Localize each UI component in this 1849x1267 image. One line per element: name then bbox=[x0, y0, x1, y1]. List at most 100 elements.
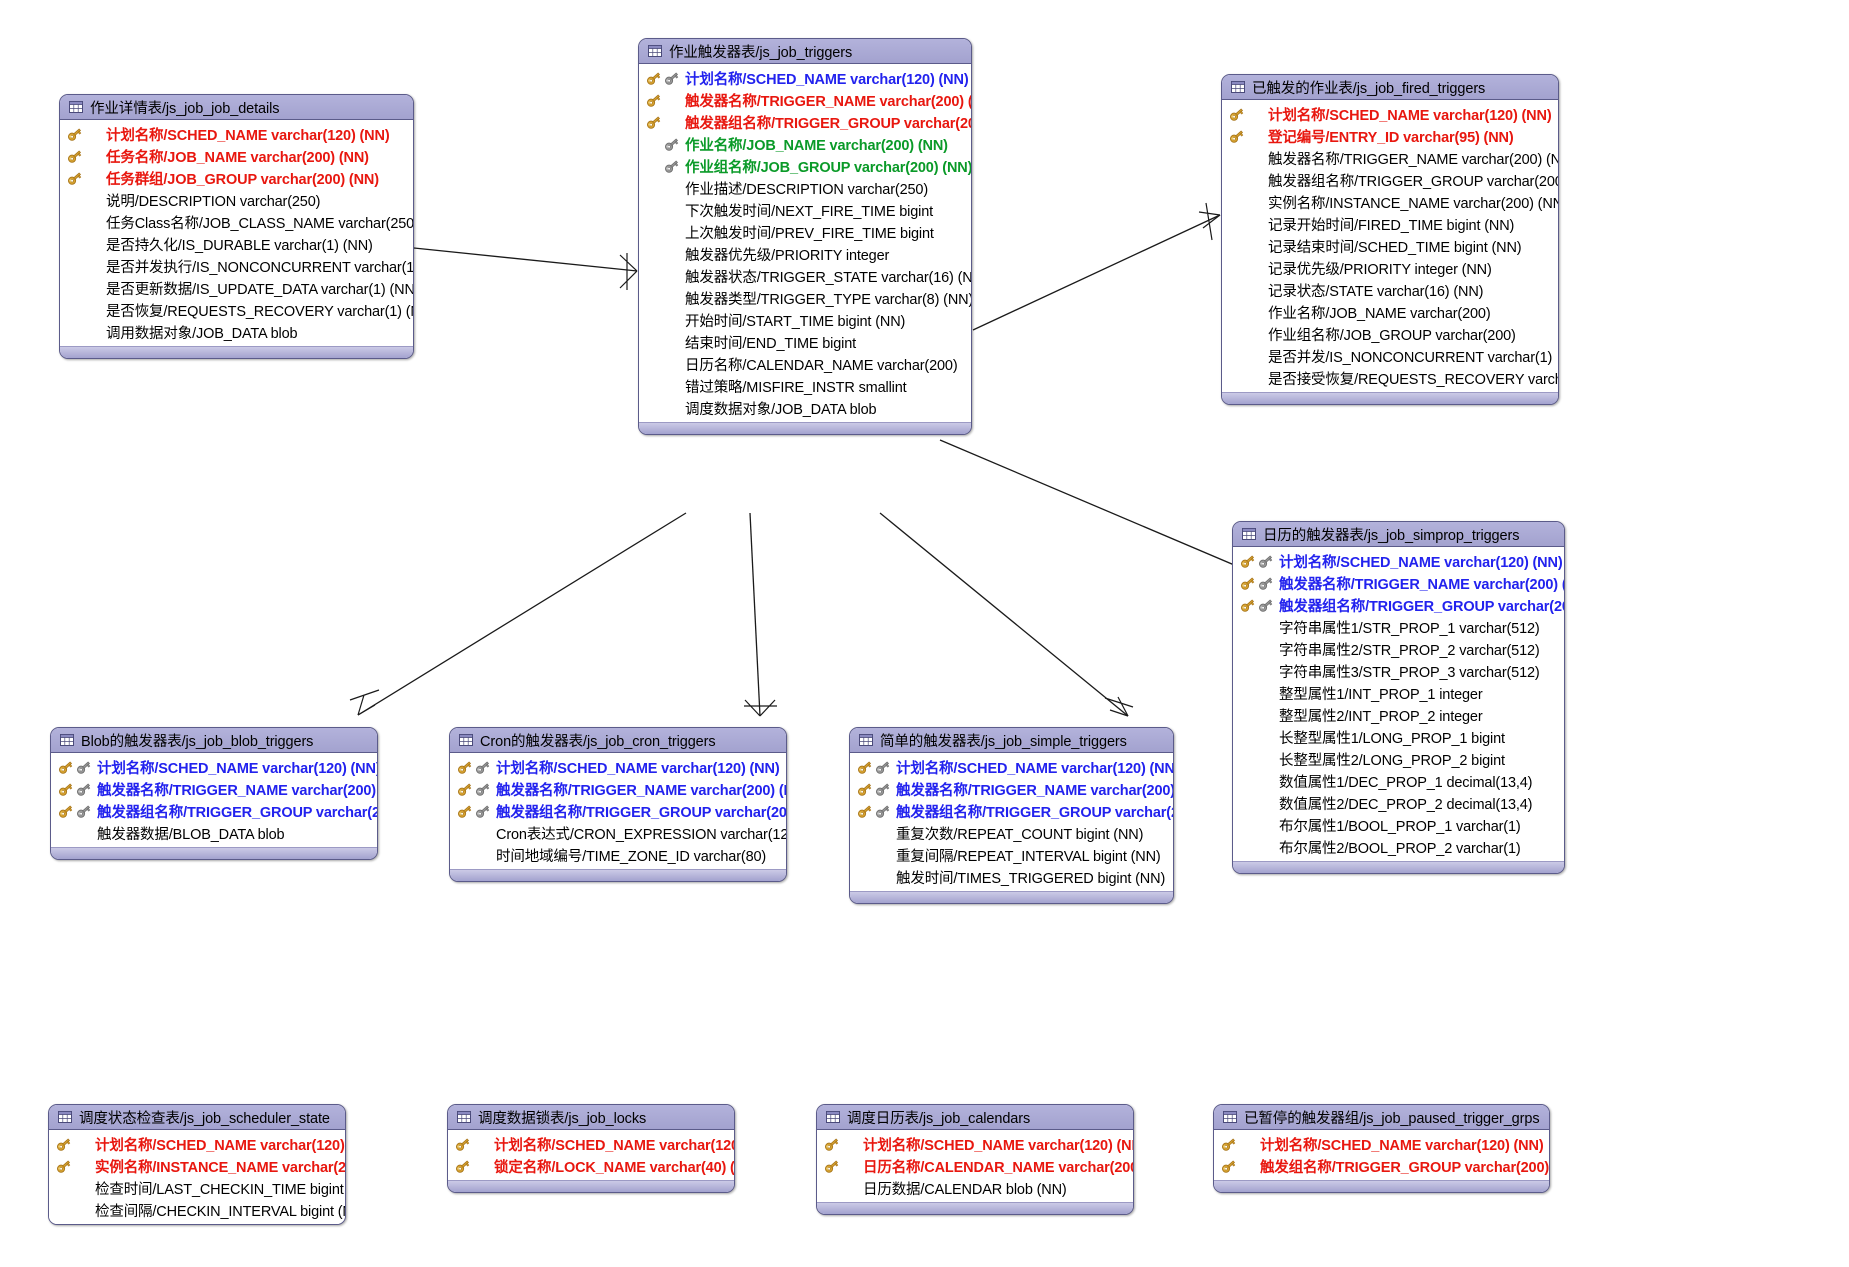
attribute-row[interactable]: 调度数据对象/JOB_DATA blob bbox=[639, 397, 971, 419]
entity-simprop_triggers[interactable]: 日历的触发器表/js_job_simprop_triggers 计划名称/SCHE… bbox=[1232, 521, 1565, 874]
attribute-row[interactable]: 重复次数/REPEAT_COUNT bigint (NN) bbox=[850, 822, 1173, 844]
entity-header-cron_triggers[interactable]: Cron的触发器表/js_job_cron_triggers bbox=[450, 728, 786, 753]
attribute-row[interactable]: 计划名称/SCHED_NAME varchar(120) (NN) bbox=[51, 756, 377, 778]
entity-header-job_triggers[interactable]: 作业触发器表/js_job_triggers bbox=[639, 39, 971, 64]
attribute-row[interactable]: 重复间隔/REPEAT_INTERVAL bigint (NN) bbox=[850, 844, 1173, 866]
attribute-row[interactable]: 触发器组名称/TRIGGER_GROUP varchar(200) (NN) bbox=[639, 111, 971, 133]
attribute-row[interactable]: 布尔属性1/BOOL_PROP_1 varchar(1) bbox=[1233, 814, 1564, 836]
attribute-row[interactable]: 计划名称/SCHED_NAME varchar(120) (NN) bbox=[1222, 103, 1558, 125]
attribute-row[interactable]: 检查间隔/CHECKIN_INTERVAL bigint (NN) bbox=[49, 1199, 345, 1221]
attribute-row[interactable]: 整型属性2/INT_PROP_2 integer bbox=[1233, 704, 1564, 726]
attribute-row[interactable]: 日历名称/CALENDAR_NAME varchar(200) bbox=[639, 353, 971, 375]
attribute-row[interactable]: 作业组名称/JOB_GROUP varchar(200) (NN) bbox=[639, 155, 971, 177]
attribute-row[interactable]: 触发器状态/TRIGGER_STATE varchar(16) (NN) bbox=[639, 265, 971, 287]
attribute-row[interactable]: 作业名称/JOB_NAME varchar(200) bbox=[1222, 301, 1558, 323]
entity-header-blob_triggers[interactable]: Blob的触发器表/js_job_blob_triggers bbox=[51, 728, 377, 753]
attribute-row[interactable]: 计划名称/SCHED_NAME varchar(120) (NN) bbox=[639, 67, 971, 89]
entity-paused_trigger_grps[interactable]: 已暂停的触发器组/js_job_paused_trigger_grps 计划名称/… bbox=[1213, 1104, 1550, 1193]
attribute-row[interactable]: 布尔属性2/BOOL_PROP_2 varchar(1) bbox=[1233, 836, 1564, 858]
attribute-row[interactable]: 任务Class名称/JOB_CLASS_NAME varchar(250) (N… bbox=[60, 211, 413, 233]
entity-calendars[interactable]: 调度日历表/js_job_calendars 计划名称/SCHED_NAME va… bbox=[816, 1104, 1134, 1215]
attribute-row[interactable]: 长整型属性1/LONG_PROP_1 bigint bbox=[1233, 726, 1564, 748]
attribute-row[interactable]: 是否并发/IS_NONCONCURRENT varchar(1) bbox=[1222, 345, 1558, 367]
entity-job_triggers[interactable]: 作业触发器表/js_job_triggers 计划名称/SCHED_NAME va… bbox=[638, 38, 972, 435]
attribute-row[interactable]: 计划名称/SCHED_NAME varchar(120) (NN) bbox=[817, 1133, 1133, 1155]
attribute-row[interactable]: 检查时间/LAST_CHECKIN_TIME bigint (NN) bbox=[49, 1177, 345, 1199]
attribute-row[interactable]: 触发器数据/BLOB_DATA blob bbox=[51, 822, 377, 844]
attribute-row[interactable]: 时间地域编号/TIME_ZONE_ID varchar(80) bbox=[450, 844, 786, 866]
entity-header-simprop_triggers[interactable]: 日历的触发器表/js_job_simprop_triggers bbox=[1233, 522, 1564, 547]
entity-locks[interactable]: 调度数据锁表/js_job_locks 计划名称/SCHED_NAME varch… bbox=[447, 1104, 735, 1193]
attribute-row[interactable]: 上次触发时间/PREV_FIRE_TIME bigint bbox=[639, 221, 971, 243]
attribute-row[interactable]: 计划名称/SCHED_NAME varchar(120) (NN) bbox=[1233, 550, 1564, 572]
attribute-row[interactable]: 记录开始时间/FIRED_TIME bigint (NN) bbox=[1222, 213, 1558, 235]
entity-blob_triggers[interactable]: Blob的触发器表/js_job_blob_triggers 计划名称/SCHED… bbox=[50, 727, 378, 860]
entity-job_details[interactable]: 作业详情表/js_job_job_details 计划名称/SCHED_NAME … bbox=[59, 94, 414, 359]
entity-header-scheduler_state[interactable]: 调度状态检查表/js_job_scheduler_state bbox=[49, 1105, 345, 1130]
attribute-row[interactable]: 作业名称/JOB_NAME varchar(200) (NN) bbox=[639, 133, 971, 155]
entity-simple_triggers[interactable]: 简单的触发器表/js_job_simple_triggers 计划名称/SCHED… bbox=[849, 727, 1174, 904]
attribute-row[interactable]: Cron表达式/CRON_EXPRESSION varchar(120) (NN… bbox=[450, 822, 786, 844]
attribute-row[interactable]: 触发器名称/TRIGGER_NAME varchar(200) (NN) bbox=[1222, 147, 1558, 169]
attribute-row[interactable]: 任务名称/JOB_NAME varchar(200) (NN) bbox=[60, 145, 413, 167]
attribute-row[interactable]: 作业描述/DESCRIPTION varchar(250) bbox=[639, 177, 971, 199]
attribute-row[interactable]: 是否更新数据/IS_UPDATE_DATA varchar(1) (NN) bbox=[60, 277, 413, 299]
attribute-row[interactable]: 触发器名称/TRIGGER_NAME varchar(200) (NN) bbox=[1233, 572, 1564, 594]
attribute-row[interactable]: 是否持久化/IS_DURABLE varchar(1) (NN) bbox=[60, 233, 413, 255]
entity-cron_triggers[interactable]: Cron的触发器表/js_job_cron_triggers 计划名称/SCHED… bbox=[449, 727, 787, 882]
attribute-row[interactable]: 日历数据/CALENDAR blob (NN) bbox=[817, 1177, 1133, 1199]
attribute-row[interactable]: 触发器名称/TRIGGER_NAME varchar(200) (NN) bbox=[639, 89, 971, 111]
attribute-row[interactable]: 记录状态/STATE varchar(16) (NN) bbox=[1222, 279, 1558, 301]
attribute-row[interactable]: 数值属性2/DEC_PROP_2 decimal(13,4) bbox=[1233, 792, 1564, 814]
attribute-row[interactable]: 触发器优先级/PRIORITY integer bbox=[639, 243, 971, 265]
attribute-row[interactable]: 触发器组名称/TRIGGER_GROUP varchar(200) (NN) bbox=[51, 800, 377, 822]
attribute-row[interactable]: 触发器组名称/TRIGGER_GROUP varchar(200) (NN) bbox=[450, 800, 786, 822]
entity-header-job_details[interactable]: 作业详情表/js_job_job_details bbox=[60, 95, 413, 120]
attribute-row[interactable]: 计划名称/SCHED_NAME varchar(120) (NN) bbox=[448, 1133, 734, 1155]
entity-header-calendars[interactable]: 调度日历表/js_job_calendars bbox=[817, 1105, 1133, 1130]
attribute-row[interactable]: 作业组名称/JOB_GROUP varchar(200) bbox=[1222, 323, 1558, 345]
attribute-row[interactable]: 触发器组名称/TRIGGER_GROUP varchar(200) (NN) bbox=[850, 800, 1173, 822]
attribute-row[interactable]: 触发器名称/TRIGGER_NAME varchar(200) (NN) bbox=[850, 778, 1173, 800]
attribute-row[interactable]: 是否接受恢复/REQUESTS_RECOVERY varchar(1) bbox=[1222, 367, 1558, 389]
attribute-row[interactable]: 字符串属性3/STR_PROP_3 varchar(512) bbox=[1233, 660, 1564, 682]
attribute-row[interactable]: 计划名称/SCHED_NAME varchar(120) (NN) bbox=[60, 123, 413, 145]
attribute-row[interactable]: 锁定名称/LOCK_NAME varchar(40) (NN) bbox=[448, 1155, 734, 1177]
attribute-row[interactable]: 触发器名称/TRIGGER_NAME varchar(200) (NN) bbox=[51, 778, 377, 800]
attribute-row[interactable]: 日历名称/CALENDAR_NAME varchar(200) (NN) bbox=[817, 1155, 1133, 1177]
attribute-row[interactable]: 说明/DESCRIPTION varchar(250) bbox=[60, 189, 413, 211]
attribute-row[interactable]: 记录优先级/PRIORITY integer (NN) bbox=[1222, 257, 1558, 279]
attribute-row[interactable]: 整型属性1/INT_PROP_1 integer bbox=[1233, 682, 1564, 704]
attribute-row[interactable]: 结束时间/END_TIME bigint bbox=[639, 331, 971, 353]
attribute-row[interactable]: 登记编号/ENTRY_ID varchar(95) (NN) bbox=[1222, 125, 1558, 147]
attribute-row[interactable]: 触发器名称/TRIGGER_NAME varchar(200) (NN) bbox=[450, 778, 786, 800]
attribute-row[interactable]: 任务群组/JOB_GROUP varchar(200) (NN) bbox=[60, 167, 413, 189]
attribute-row[interactable]: 触发组名称/TRIGGER_GROUP varchar(200) (NN) bbox=[1214, 1155, 1549, 1177]
attribute-row[interactable]: 数值属性1/DEC_PROP_1 decimal(13,4) bbox=[1233, 770, 1564, 792]
attribute-row[interactable]: 记录结束时间/SCHED_TIME bigint (NN) bbox=[1222, 235, 1558, 257]
attribute-row[interactable]: 调用数据对象/JOB_DATA blob bbox=[60, 321, 413, 343]
attribute-row[interactable]: 触发时间/TIMES_TRIGGERED bigint (NN) bbox=[850, 866, 1173, 888]
entity-fired_triggers[interactable]: 已触发的作业表/js_job_fired_triggers 计划名称/SCHED_… bbox=[1221, 74, 1559, 405]
entity-scheduler_state[interactable]: 调度状态检查表/js_job_scheduler_state 计划名称/SCHED… bbox=[48, 1104, 346, 1225]
entity-header-simple_triggers[interactable]: 简单的触发器表/js_job_simple_triggers bbox=[850, 728, 1173, 753]
entity-header-fired_triggers[interactable]: 已触发的作业表/js_job_fired_triggers bbox=[1222, 75, 1558, 100]
attribute-row[interactable]: 是否恢复/REQUESTS_RECOVERY varchar(1) (NN) bbox=[60, 299, 413, 321]
attribute-row[interactable]: 错过策略/MISFIRE_INSTR smallint bbox=[639, 375, 971, 397]
attribute-row[interactable]: 实例名称/INSTANCE_NAME varchar(200) (NN) bbox=[49, 1155, 345, 1177]
attribute-row[interactable]: 是否并发执行/IS_NONCONCURRENT varchar(1) (NN) bbox=[60, 255, 413, 277]
entity-header-paused_trigger_grps[interactable]: 已暂停的触发器组/js_job_paused_trigger_grps bbox=[1214, 1105, 1549, 1130]
attribute-row[interactable]: 计划名称/SCHED_NAME varchar(120) (NN) bbox=[450, 756, 786, 778]
attribute-row[interactable]: 长整型属性2/LONG_PROP_2 bigint bbox=[1233, 748, 1564, 770]
attribute-row[interactable]: 触发器组名称/TRIGGER_GROUP varchar(200) (NN) bbox=[1233, 594, 1564, 616]
attribute-row[interactable]: 计划名称/SCHED_NAME varchar(120) (NN) bbox=[49, 1133, 345, 1155]
attribute-row[interactable]: 字符串属性1/STR_PROP_1 varchar(512) bbox=[1233, 616, 1564, 638]
attribute-row[interactable]: 触发器组名称/TRIGGER_GROUP varchar(200) (NN) bbox=[1222, 169, 1558, 191]
attribute-row[interactable]: 开始时间/START_TIME bigint (NN) bbox=[639, 309, 971, 331]
attribute-row[interactable]: 下次触发时间/NEXT_FIRE_TIME bigint bbox=[639, 199, 971, 221]
attribute-row[interactable]: 实例名称/INSTANCE_NAME varchar(200) (NN) bbox=[1222, 191, 1558, 213]
entity-header-locks[interactable]: 调度数据锁表/js_job_locks bbox=[448, 1105, 734, 1130]
attribute-row[interactable]: 计划名称/SCHED_NAME varchar(120) (NN) bbox=[850, 756, 1173, 778]
attribute-row[interactable]: 触发器类型/TRIGGER_TYPE varchar(8) (NN) bbox=[639, 287, 971, 309]
attribute-row[interactable]: 计划名称/SCHED_NAME varchar(120) (NN) bbox=[1214, 1133, 1549, 1155]
